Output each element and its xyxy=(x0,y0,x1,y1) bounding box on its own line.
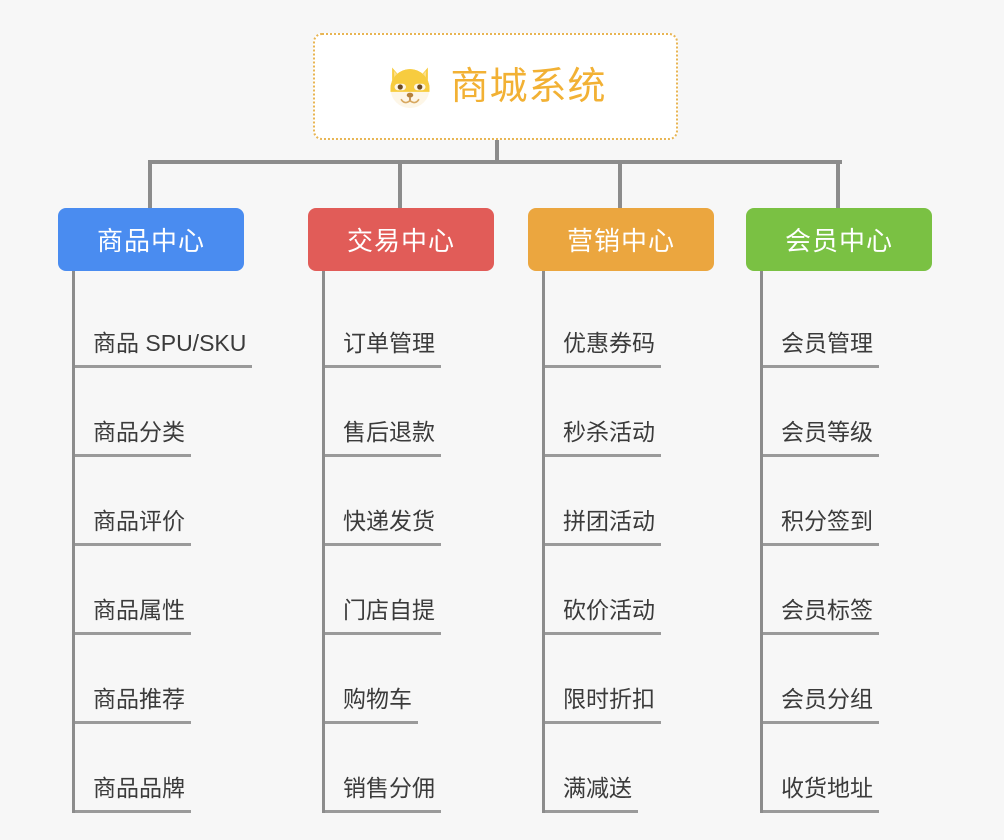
list-item[interactable]: 满减送 xyxy=(545,724,732,813)
list-item[interactable]: 会员分组 xyxy=(763,635,950,724)
list-item[interactable]: 优惠券码 xyxy=(545,279,732,368)
connector-drop-3 xyxy=(618,160,622,208)
category-column-product: 商品中心 商品 SPU/SKU 商品分类 商品评价 商品属性 商品推荐 商品品牌 xyxy=(58,208,287,813)
list-item[interactable]: 砍价活动 xyxy=(545,546,732,635)
list-item[interactable]: 会员管理 xyxy=(763,279,950,368)
list-item[interactable]: 门店自提 xyxy=(325,546,512,635)
list-item[interactable]: 收货地址 xyxy=(763,724,950,813)
list-item-label: 订单管理 xyxy=(325,329,441,368)
list-item[interactable]: 购物车 xyxy=(325,635,512,724)
list-item-label: 优惠券码 xyxy=(545,329,661,368)
list-item-label: 会员管理 xyxy=(763,329,879,368)
category-item-list-member: 会员管理 会员等级 积分签到 会员标签 会员分组 收货地址 xyxy=(760,271,950,813)
category-header-marketing[interactable]: 营销中心 xyxy=(528,208,714,271)
list-item[interactable]: 限时折扣 xyxy=(545,635,732,724)
list-item-label: 拼团活动 xyxy=(545,507,661,546)
list-item[interactable]: 售后退款 xyxy=(325,368,512,457)
list-item-label: 会员等级 xyxy=(763,418,879,457)
root-node[interactable]: 商城系统 xyxy=(313,33,678,140)
list-item-label: 商品 SPU/SKU xyxy=(75,329,253,368)
category-item-list-product: 商品 SPU/SKU 商品分类 商品评价 商品属性 商品推荐 商品品牌 xyxy=(72,271,287,813)
list-item-label: 商品评价 xyxy=(75,507,191,546)
list-item[interactable]: 商品分类 xyxy=(75,368,287,457)
list-item[interactable]: 订单管理 xyxy=(325,279,512,368)
list-item[interactable]: 会员标签 xyxy=(763,546,950,635)
connector-drop-4 xyxy=(836,160,840,208)
list-item-label: 满减送 xyxy=(545,774,638,813)
list-item-label: 砍价活动 xyxy=(545,596,661,635)
connector-root-stem xyxy=(495,140,499,162)
connector-drop-2 xyxy=(398,160,402,208)
category-header-member[interactable]: 会员中心 xyxy=(746,208,932,271)
category-header-label: 商品中心 xyxy=(96,226,205,256)
list-item-label: 销售分佣 xyxy=(325,774,441,813)
list-item-label: 秒杀活动 xyxy=(545,418,661,457)
list-item[interactable]: 拼团活动 xyxy=(545,457,732,546)
category-item-list-trade: 订单管理 售后退款 快递发货 门店自提 购物车 销售分佣 xyxy=(322,271,512,813)
category-header-product[interactable]: 商品中心 xyxy=(58,208,244,271)
list-item[interactable]: 会员等级 xyxy=(763,368,950,457)
list-item-label: 商品属性 xyxy=(75,596,191,635)
list-item-label: 会员分组 xyxy=(763,685,879,724)
shiba-dog-emoji xyxy=(390,67,430,108)
list-item[interactable]: 商品属性 xyxy=(75,546,287,635)
connector-drop-1 xyxy=(148,160,152,208)
list-item-label: 购物车 xyxy=(325,685,418,724)
connector-horizontal-bus xyxy=(148,160,842,164)
list-item-label: 会员标签 xyxy=(763,596,879,635)
list-item[interactable]: 快递发货 xyxy=(325,457,512,546)
list-item[interactable]: 商品 SPU/SKU xyxy=(75,279,287,368)
list-item[interactable]: 销售分佣 xyxy=(325,724,512,813)
list-item[interactable]: 积分签到 xyxy=(763,457,950,546)
category-column-trade: 交易中心 订单管理 售后退款 快递发货 门店自提 购物车 销售分佣 xyxy=(308,208,512,813)
list-item[interactable]: 秒杀活动 xyxy=(545,368,732,457)
list-item-label: 商品推荐 xyxy=(75,685,191,724)
list-item[interactable]: 商品评价 xyxy=(75,457,287,546)
list-item-label: 商品品牌 xyxy=(75,774,191,813)
category-column-member: 会员中心 会员管理 会员等级 积分签到 会员标签 会员分组 收货地址 xyxy=(746,208,950,813)
category-header-label: 营销中心 xyxy=(566,226,675,256)
list-item-label: 商品分类 xyxy=(75,418,191,457)
category-item-list-marketing: 优惠券码 秒杀活动 拼团活动 砍价活动 限时折扣 满减送 xyxy=(542,271,732,813)
category-column-marketing: 营销中心 优惠券码 秒杀活动 拼团活动 砍价活动 限时折扣 满减送 xyxy=(528,208,732,813)
category-header-label: 交易中心 xyxy=(346,226,455,256)
category-header-trade[interactable]: 交易中心 xyxy=(308,208,494,271)
root-title: 商城系统 xyxy=(450,65,607,108)
list-item[interactable]: 商品品牌 xyxy=(75,724,287,813)
category-header-label: 会员中心 xyxy=(784,226,893,256)
list-item-label: 门店自提 xyxy=(325,596,441,635)
list-item-label: 限时折扣 xyxy=(545,685,661,724)
list-item-label: 售后退款 xyxy=(325,418,441,457)
list-item-label: 积分签到 xyxy=(763,507,879,546)
list-item-label: 快递发货 xyxy=(325,507,441,546)
list-item-label: 收货地址 xyxy=(763,774,879,813)
list-item[interactable]: 商品推荐 xyxy=(75,635,287,724)
